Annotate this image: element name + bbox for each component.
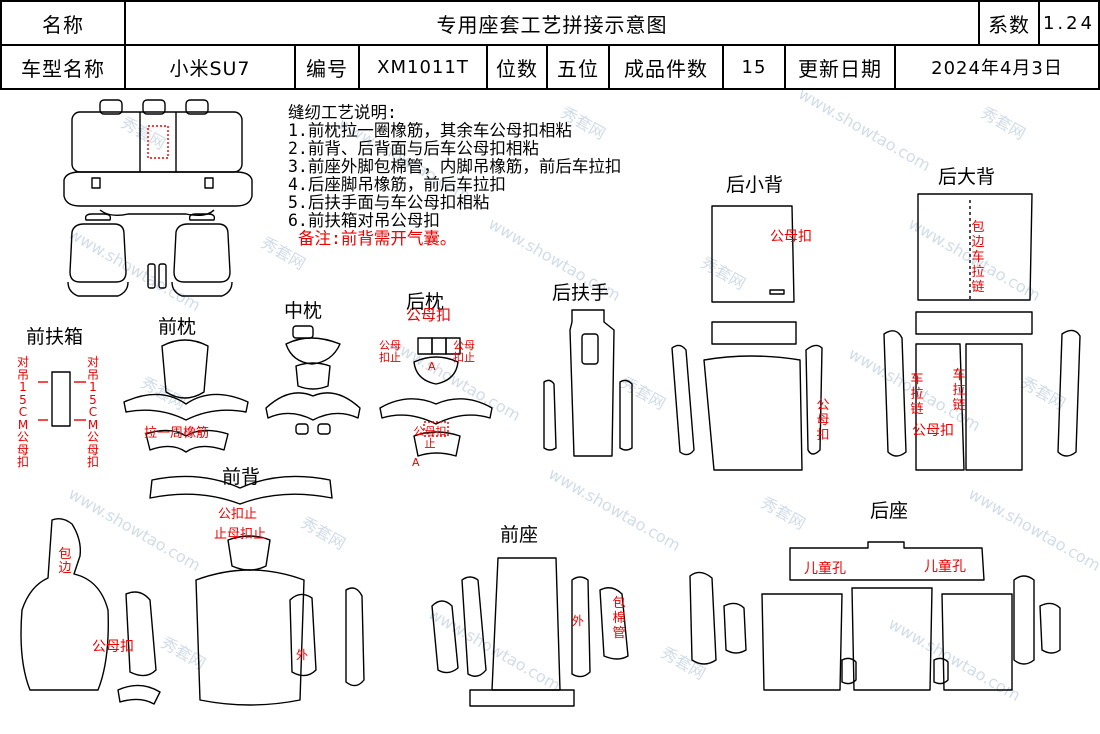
rear-seat-top-piece: [789, 541, 985, 581]
rear-armrest-piece: [569, 309, 615, 457]
rear-pillow-piece: [417, 337, 433, 355]
front-box-piece: [51, 371, 71, 427]
name-label: 名称: [42, 12, 84, 37]
note-item: 3.前座外脚包棉管，内脚吊橡筋，前后车拉扣: [288, 157, 622, 176]
model-value: 小米SU7: [169, 57, 251, 80]
front-back-outer-annotation: 外: [296, 648, 309, 662]
section-front-seat: 前座: [500, 524, 539, 546]
big-back-zipper-annotation: 包边车拉链: [971, 220, 985, 295]
big-back-right-zipper-annotation: 车拉链: [952, 368, 966, 413]
rear-seat-child-hole-annotation: 儿童孔: [804, 561, 846, 577]
note-item: 4.后座脚吊橡筋，前后车拉扣: [288, 175, 506, 194]
rear-pillow-lower-annotation: 公母扣止: [413, 425, 447, 450]
section-front-pillow: 前枕: [158, 316, 197, 338]
front-pillow-band-annotation: 拉一周橡筋: [144, 426, 210, 441]
section-rear-small-back: 后小背: [726, 174, 784, 196]
section-rear-seat: 后座: [870, 500, 909, 522]
pieces-value: 15: [741, 56, 767, 78]
note-item: 1.前枕拉一圈橡筋，其余车公母扣相粘: [288, 121, 572, 140]
notes-remark: 备注:前背需开气囊。: [298, 229, 457, 248]
section-rear-pillow: 后枕: [406, 291, 445, 313]
front-seat-pipe-annotation: 包棉管: [612, 596, 626, 641]
front-back-left-piece: [20, 517, 109, 691]
front-pillow-piece: [161, 339, 209, 399]
box-left-annotation: 对吊15CM公母扣: [16, 355, 29, 469]
front-seat-outer-annotation: 外: [572, 614, 585, 628]
note-item: 5.后扶手面与车公母扣相粘: [288, 193, 490, 212]
rear-pillow-left-annotation: 公母扣止: [379, 339, 401, 364]
front-seat-piece: [491, 557, 561, 691]
note-item: 2.前背、后背面与后车公母扣相粘: [288, 139, 539, 158]
document-title: 专用座套工艺拼接示意图: [436, 12, 668, 37]
rear-big-back-piece: [917, 193, 1033, 301]
box-right-annotation: 对吊15CM公母扣: [86, 355, 99, 469]
coefficient-value: 1.24: [1042, 12, 1096, 34]
sewing-notes: 缝纫工艺说明: 1.前枕拉一圈橡筋，其余车公母扣相粘 2.前背、后背面与后车公母…: [288, 104, 621, 248]
front-back-top-snap-annotation: 公扣止: [218, 507, 258, 522]
front-back-top-piece: [149, 475, 333, 505]
rear-pillow-right-annotation: 公母扣止: [453, 339, 475, 364]
section-rear-big-back: 后大背: [938, 166, 996, 188]
note-item: 6.前扶箱对吊公母扣: [288, 211, 440, 230]
model-label: 车型名称: [21, 56, 105, 81]
spec-header-table: 名称 专用座套工艺拼接示意图 系数 1.24 车型名称 小米SU7 编号 XM1…: [0, 0, 1100, 90]
code-value: XM1011T: [377, 56, 469, 78]
coefficient-label: 系数: [988, 12, 1030, 37]
small-back-right-annotation: 公母扣: [816, 398, 830, 443]
small-back-top-annotation: 公母扣: [770, 229, 812, 245]
big-back-left-zipper-annotation: 车拉链: [910, 372, 924, 417]
notes-heading: 缝纫工艺说明:: [288, 103, 397, 122]
section-rear-armrest: 后扶手: [552, 282, 610, 304]
rear-seat-child-hole-annotation: 儿童孔: [924, 559, 966, 575]
rear-pillow-mark-a: A: [428, 360, 436, 373]
update-date-value: 2024年4月3日: [931, 58, 1063, 79]
rear-small-back-piece: [711, 205, 795, 303]
rear-pillow-top-annotation: 公母扣: [406, 306, 452, 324]
code-label: 编号: [306, 56, 348, 81]
pieces-label: 成品件数: [624, 56, 708, 81]
section-mid-pillow: 中枕: [284, 300, 323, 322]
rear-bench-overview: [63, 99, 253, 217]
seat-count-value: 五位: [557, 56, 599, 81]
rear-pillow-mark-a: A: [412, 456, 420, 469]
front-back-mid-snap-annotation: 止母扣止: [214, 527, 267, 542]
seat-count-label: 位数: [496, 56, 538, 81]
mid-pillow-piece: [292, 325, 314, 339]
front-seats-overview: [67, 213, 233, 297]
update-date-label: 更新日期: [798, 56, 882, 81]
front-back-snap-annotation: 公母扣: [92, 639, 134, 655]
section-front-box: 前扶箱: [26, 326, 84, 348]
section-front-back: 前背: [222, 466, 261, 488]
big-back-snap-annotation: 公母扣: [912, 423, 954, 439]
front-back-binding-annotation: 包边: [58, 547, 72, 576]
